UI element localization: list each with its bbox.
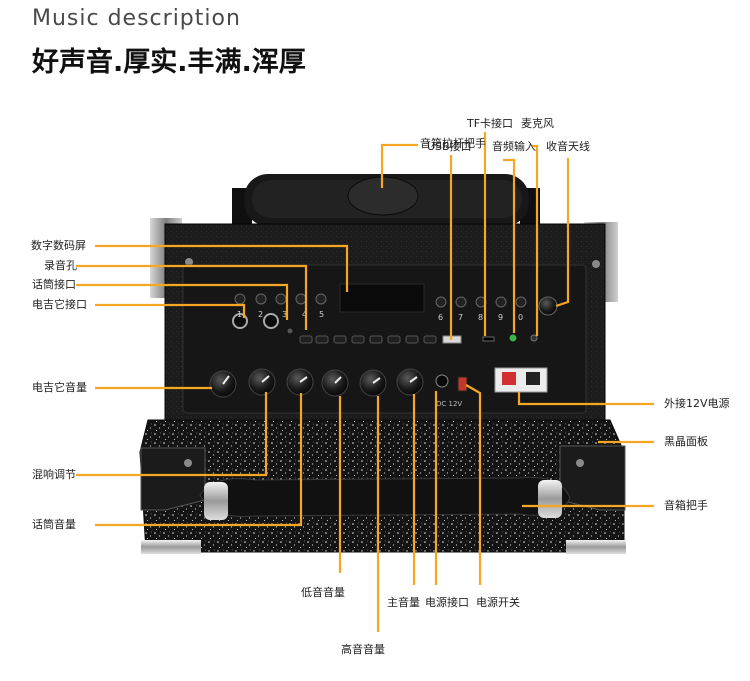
label-bass-volume: 低音音量	[301, 586, 345, 599]
label-mic: 麦克风	[521, 117, 554, 130]
knob-indicators	[222, 375, 418, 385]
label-speaker-handle: 音箱把手	[664, 499, 708, 512]
carry-handle	[199, 476, 571, 520]
digital-display	[339, 283, 425, 313]
record-hole	[287, 328, 293, 334]
dc-jack[interactable]	[435, 374, 449, 388]
label-power-switch: 电源开关	[476, 596, 520, 609]
mic-hole	[530, 334, 538, 342]
audio-in-jack[interactable]	[508, 333, 518, 343]
label-audio-in: 音频输入	[492, 140, 536, 153]
label-record-hole: 录音孔	[44, 259, 77, 272]
btn-num-2: 2	[258, 310, 263, 319]
btn-num-0: 0	[518, 313, 523, 322]
tf-slot[interactable]	[482, 336, 495, 342]
btn-num-1: 1	[237, 310, 242, 319]
function-buttons[interactable]	[299, 335, 437, 344]
guitar-jack[interactable]	[263, 313, 279, 329]
callout-lines	[76, 132, 654, 632]
number-buttons[interactable]	[234, 293, 527, 308]
btn-num-5: 5	[319, 310, 324, 319]
power-switch[interactable]	[457, 376, 468, 392]
btn-num-4: 4	[302, 310, 307, 319]
label-digital-display: 数字数码屏	[31, 239, 86, 252]
label-handle-pull: 音箱拉杆把手	[420, 137, 486, 150]
corner-brackets	[140, 258, 626, 554]
btn-num-8: 8	[478, 313, 483, 322]
btn-num-3: 3	[282, 310, 287, 319]
label-treble-volume: 高音音量	[341, 643, 385, 656]
label-guitar-volume: 电吉它音量	[32, 381, 87, 394]
english-title: Music description	[32, 6, 241, 31]
label-antenna: 收音天线	[546, 140, 590, 153]
pull-handle	[232, 174, 540, 228]
label-mic-port: 话筒接口	[32, 278, 76, 291]
label-guitar-port: 电吉它接口	[32, 298, 87, 311]
label-master-volume: 主音量	[387, 596, 420, 609]
dc-label: DC 12V	[436, 400, 462, 408]
btn-num-7: 7	[458, 313, 463, 322]
label-mic-volume: 话筒音量	[32, 518, 76, 531]
label-usb: USB接口	[427, 140, 472, 153]
antenna-tuner[interactable]	[538, 296, 558, 316]
label-power-port: 电源接口	[425, 596, 469, 609]
label-crystal-panel: 黑晶面板	[664, 435, 708, 448]
chinese-title: 好声音.厚实.丰满.浑厚	[32, 47, 306, 78]
label-ext-12v: 外接12V电源	[664, 397, 730, 410]
btn-num-9: 9	[498, 313, 503, 322]
btn-num-6: 6	[438, 313, 443, 322]
label-reverb: 混响调节	[32, 468, 76, 481]
label-tf-card: TF卡接口	[467, 117, 514, 130]
